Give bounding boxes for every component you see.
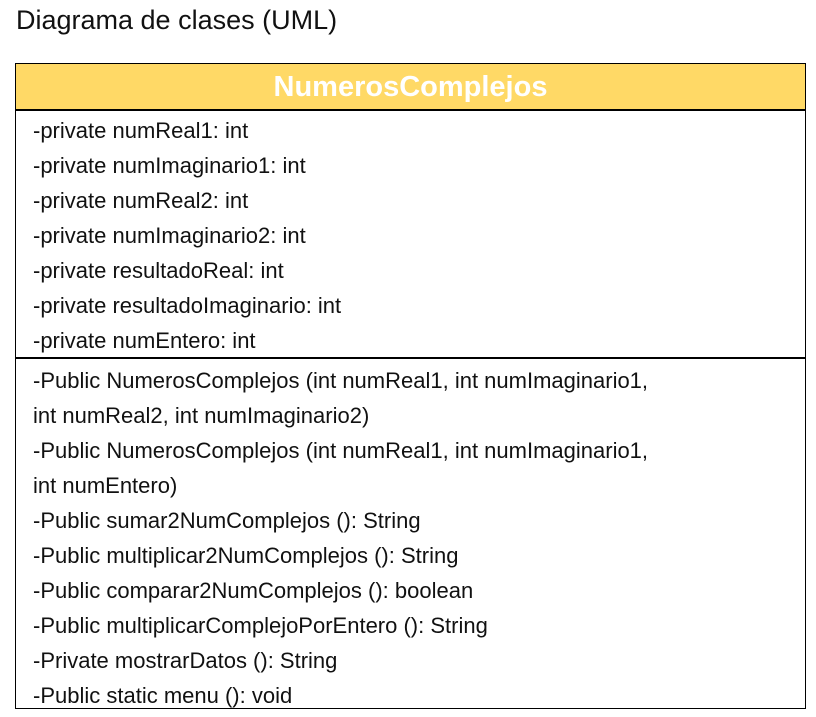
attribute-item: -private resultadoImaginario: int <box>33 293 342 318</box>
uml-class-box: NumerosComplejos -private numReal1: int … <box>15 63 806 709</box>
method-item: -Public multiplicarComplejoPorEntero ():… <box>33 613 488 638</box>
class-name: NumerosComplejos <box>273 70 548 103</box>
methods-section: -Public NumerosComplejos (int numReal1, … <box>16 359 805 713</box>
method-item: -Public NumerosComplejos (int numReal1, … <box>33 438 649 463</box>
method-item: -Public static menu (): void <box>33 683 293 708</box>
attribute-item: -private numImaginario2: int <box>33 223 306 248</box>
attributes-section: -private numReal1: int -private numImagi… <box>16 111 805 359</box>
method-item-continuation: int numReal2, int numImaginario2) <box>33 403 370 428</box>
method-item: -Public comparar2NumComplejos (): boolea… <box>33 578 474 603</box>
method-item: -Public sumar2NumComplejos (): String <box>33 508 421 533</box>
class-header: NumerosComplejos <box>16 64 805 111</box>
method-item: -Public multiplicar2NumComplejos (): Str… <box>33 543 459 568</box>
attribute-item: -private numImaginario1: int <box>33 153 306 178</box>
method-item: -Public NumerosComplejos (int numReal1, … <box>33 368 649 393</box>
attribute-item: -private numReal1: int <box>33 118 249 143</box>
method-item-continuation: int numEntero) <box>33 473 178 498</box>
attribute-item: -private numReal2: int <box>33 188 249 213</box>
method-item: -Private mostrarDatos (): String <box>33 648 338 673</box>
page-title: Diagrama de clases (UML) <box>16 5 338 35</box>
attribute-item: -private numEntero: int <box>33 328 256 353</box>
attribute-item: -private resultadoReal: int <box>33 258 284 283</box>
